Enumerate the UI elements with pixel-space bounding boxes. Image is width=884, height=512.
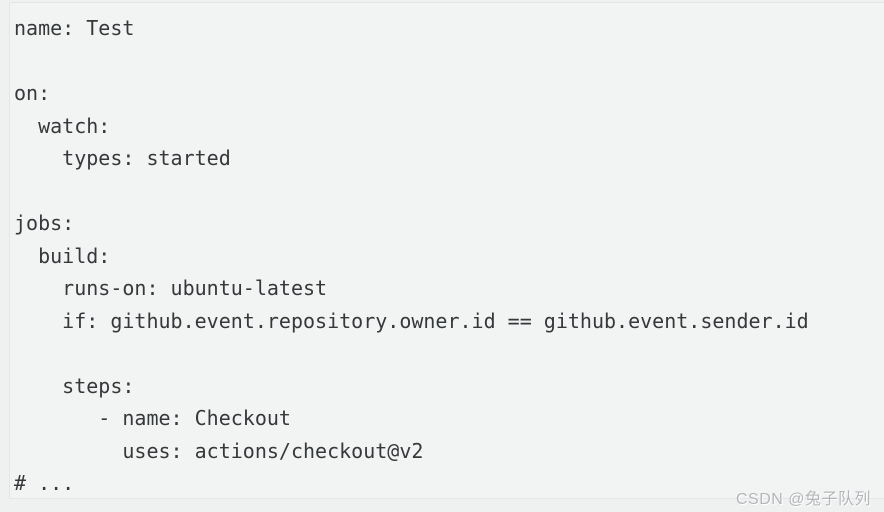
code-block: name: Test on: watch: types: started job… — [9, 2, 884, 499]
yaml-source-text: name: Test on: watch: types: started job… — [14, 16, 809, 495]
csdn-watermark: CSDN @兔子队列 — [735, 491, 871, 508]
